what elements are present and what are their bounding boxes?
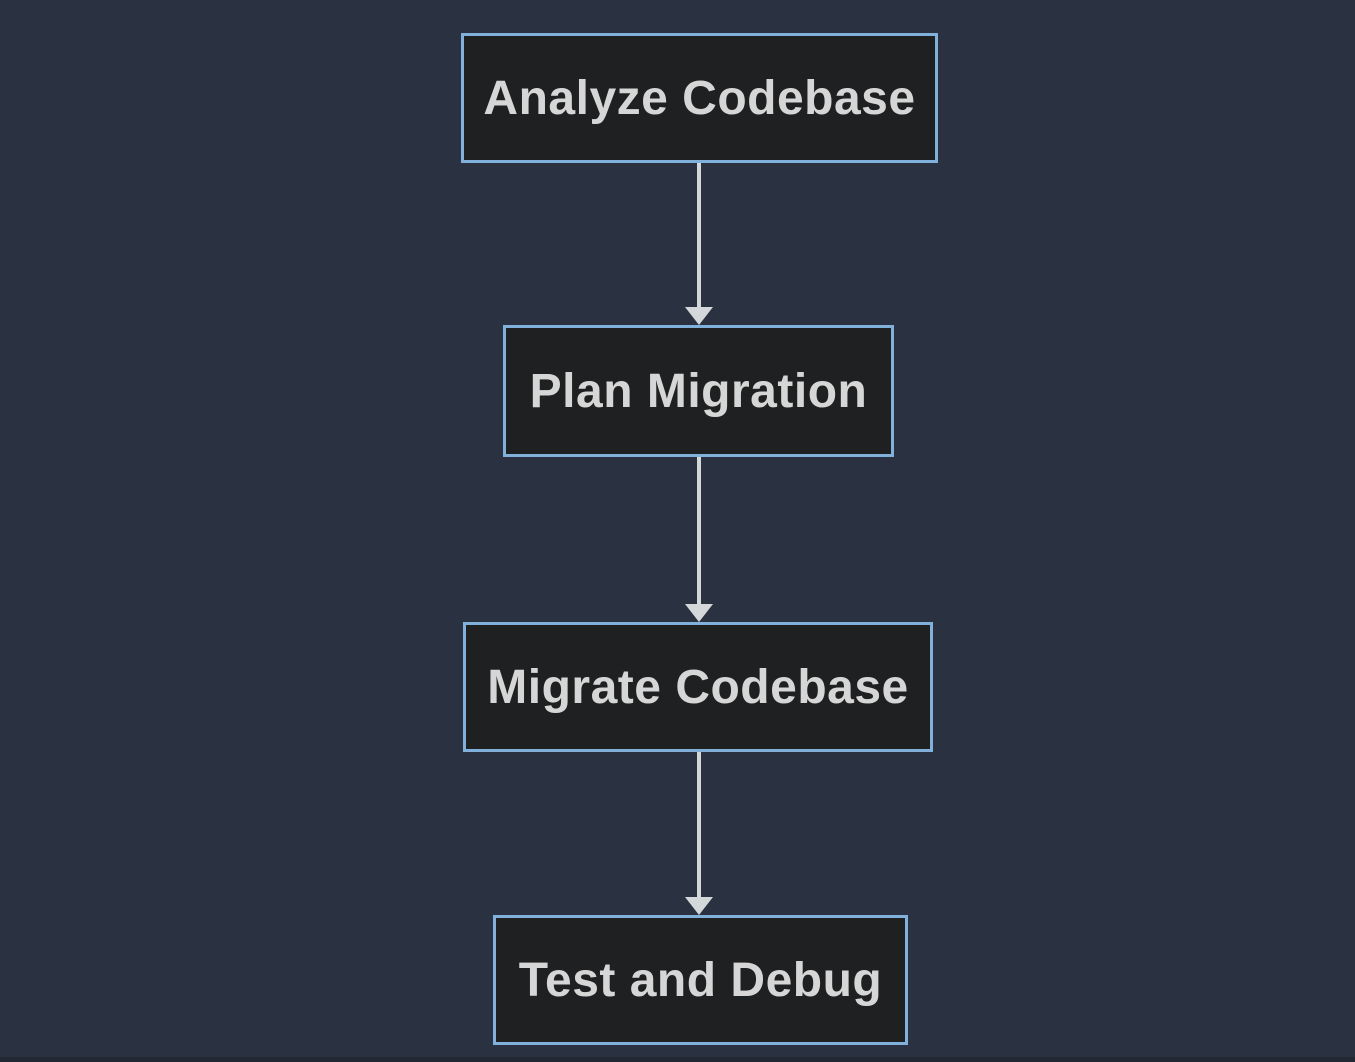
flow-node-plan-migration: Plan Migration (503, 325, 894, 457)
flow-node-analyze-codebase: Analyze Codebase (461, 33, 938, 163)
flow-node-label: Test and Debug (518, 953, 883, 1007)
arrow-shaft (697, 163, 701, 307)
arrowhead-down-icon (685, 307, 713, 325)
flow-node-test-and-debug: Test and Debug (493, 915, 908, 1045)
arrow-shaft (697, 457, 701, 604)
arrow-shaft (697, 752, 701, 897)
flow-node-label: Plan Migration (529, 364, 868, 418)
viewport-bottom-edge (0, 1057, 1355, 1062)
arrowhead-down-icon (685, 604, 713, 622)
flow-node-migrate-codebase: Migrate Codebase (463, 622, 933, 752)
flow-arrow-analyze-to-plan (685, 163, 713, 325)
flow-arrow-migrate-to-test (685, 752, 713, 915)
flow-node-label: Migrate Codebase (487, 660, 909, 714)
flow-node-label: Analyze Codebase (483, 71, 916, 125)
flow-arrow-plan-to-migrate (685, 457, 713, 622)
arrowhead-down-icon (685, 897, 713, 915)
